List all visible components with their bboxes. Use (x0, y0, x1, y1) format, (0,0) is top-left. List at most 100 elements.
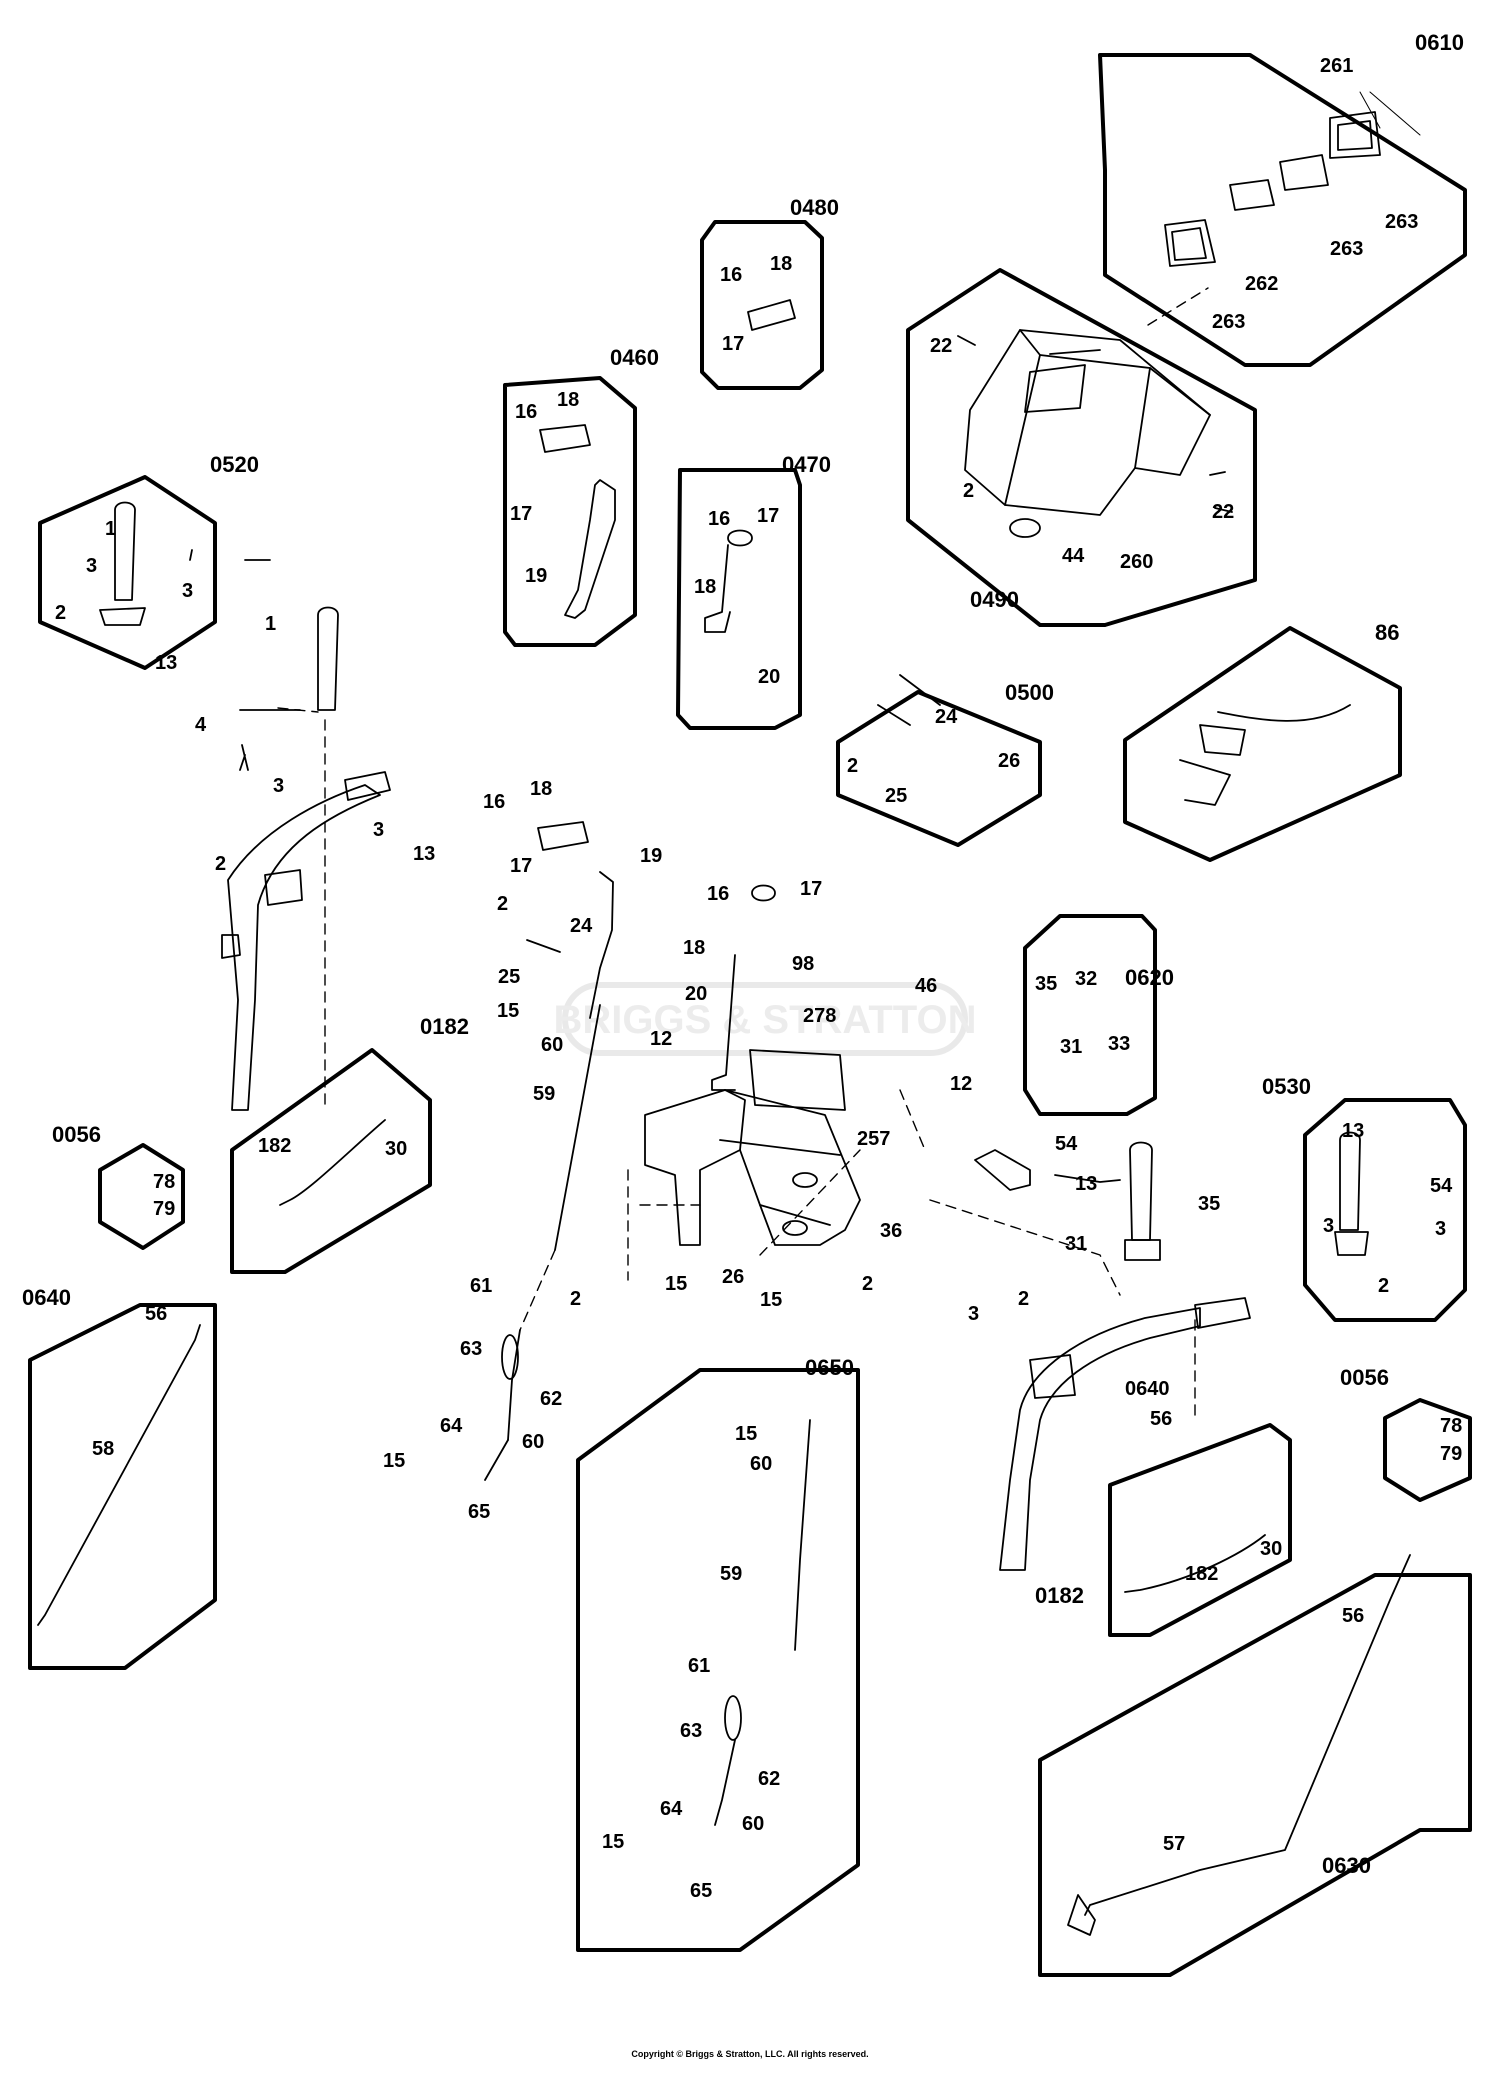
callout-24: 24 (570, 915, 593, 937)
dash-panel-bezels (1164, 91, 1421, 267)
callout-30: 30 (1260, 1538, 1282, 1560)
callout-2: 2 (847, 755, 858, 777)
callout-263: 263 (1330, 238, 1363, 260)
group-box-0460 (503, 376, 637, 647)
group-label-0490: 0490 (970, 587, 1019, 612)
callout-63: 63 (680, 1720, 702, 1742)
callout-15: 15 (497, 1000, 519, 1022)
callout-31: 31 (1060, 1036, 1082, 1058)
group-box-0182-right (1108, 1423, 1292, 1637)
callout-2: 2 (215, 853, 226, 875)
group-label-0630: 0630 (1322, 1853, 1371, 1878)
group-box-0620 (1023, 914, 1157, 1116)
callout-16: 16 (708, 508, 730, 530)
callout-3: 0640 (1125, 1378, 1170, 1400)
group-label-86: 86 (1375, 620, 1399, 645)
callout-25: 25 (498, 966, 520, 988)
group-box-0056-left (98, 1143, 185, 1250)
group-label-0620: 0620 (1125, 965, 1174, 990)
callout-31: 2 (1018, 1288, 1029, 1310)
callout-79: 79 (1440, 1443, 1462, 1465)
callout-13: 13 (1342, 1120, 1364, 1142)
callout-278: 278 (803, 1005, 836, 1027)
callout-1: 1 (265, 613, 276, 635)
group-label-0182-right: 0182 (1035, 1583, 1084, 1608)
right-handle-assembly (974, 1131, 1369, 1571)
callout-26: 26 (722, 1266, 744, 1288)
left-handle-assembly (99, 501, 391, 1111)
callout-32: 54 (1055, 1133, 1078, 1155)
callout-26: 26 (998, 750, 1020, 772)
callout-13: 13 (413, 843, 435, 865)
group-label-0650: 0650 (805, 1355, 854, 1380)
callout-19: 19 (525, 565, 547, 587)
copyright-notice: Copyright © Briggs & Stratton, LLC. All … (631, 2049, 868, 2059)
group-box-86 (1123, 626, 1402, 862)
callout-63: 63 (460, 1338, 482, 1360)
callout-15: 15 (383, 1450, 405, 1472)
callout-62: 62 (758, 1768, 780, 1790)
group-label-0480: 0480 (790, 195, 839, 220)
callout-3: 3 (373, 819, 384, 841)
callout-261: 261 (1320, 55, 1353, 77)
callout-18: 18 (694, 576, 716, 598)
callout-78: 78 (153, 1171, 175, 1193)
callout-19: 19 (640, 845, 662, 867)
callout-262: 262 (1245, 273, 1278, 295)
group-label-0460: 0460 (610, 345, 659, 370)
callout-56: 56 (1342, 1605, 1364, 1627)
group-label-0530: 0530 (1262, 1074, 1311, 1099)
callout-263: 263 (1385, 211, 1418, 233)
callout-79: 79 (153, 1198, 175, 1220)
callout-35: 35 (1035, 973, 1057, 995)
callout-60: 60 (522, 1431, 544, 1453)
callout-2: 2 (55, 602, 66, 624)
callout-15: 15 (602, 1831, 624, 1853)
group-label-0182-left: 0182 (420, 1014, 469, 1039)
callout-17: 17 (722, 333, 744, 355)
callout-18: 18 (557, 389, 579, 411)
callout-60: 60 (750, 1453, 772, 1475)
callout-16: 16 (720, 264, 742, 286)
callout-17: 17 (510, 855, 532, 877)
callout-18: 18 (683, 937, 705, 959)
alignment-lines (277, 287, 1209, 1421)
shift-levers (526, 299, 941, 1091)
group-label-0470: 0470 (782, 452, 831, 477)
callout-12: 12 (950, 1073, 972, 1095)
callout-2: 2 (570, 1288, 581, 1310)
callout-32: 32 (1075, 968, 1097, 990)
callout-18: 18 (530, 778, 552, 800)
group-box-0500 (836, 690, 1042, 847)
svg-text:BRIGGS & STRATTON: BRIGGS & STRATTON (554, 998, 977, 1042)
callout-20: 20 (758, 666, 780, 688)
group-id-labels: 0610 0480 0460 0470 0490 0520 86 0500 06… (22, 30, 1464, 1878)
callout-78: 78 (1440, 1415, 1462, 1437)
callout-3: 3 (86, 555, 97, 577)
callout-17: 17 (510, 503, 532, 525)
callout-260: 260 (1120, 551, 1153, 573)
group-box-0480 (700, 220, 824, 390)
callout-61: 61 (688, 1655, 710, 1677)
callout-15: 15 (760, 1289, 782, 1311)
callout-18: 18 (770, 253, 792, 275)
callout-44: 44 (1062, 545, 1085, 567)
callout-24: 24 (935, 706, 958, 728)
callout-22: 22 (930, 335, 952, 357)
callout-65: 65 (468, 1501, 490, 1523)
callout-2: 2 (1378, 1275, 1389, 1297)
group-box-0530 (1303, 1098, 1467, 1322)
callout-2: 56 (1150, 1408, 1172, 1430)
callout-12: 12 (650, 1028, 672, 1050)
group-label-0056-right: 0056 (1340, 1365, 1389, 1390)
callout-54: 54 (1430, 1175, 1453, 1197)
callout-35: 3 (968, 1303, 979, 1325)
callout-64: 64 (660, 1798, 683, 1820)
group-label-0640: 0640 (22, 1285, 71, 1310)
callout-17: 17 (800, 878, 822, 900)
callout-20: 20 (685, 983, 707, 1005)
callout-257: 257 (857, 1128, 890, 1150)
cables-and-rods (37, 704, 1411, 1936)
part-number-callouts: 261 263 263 262 263 16 18 17 16 18 17 19… (55, 55, 1462, 1902)
